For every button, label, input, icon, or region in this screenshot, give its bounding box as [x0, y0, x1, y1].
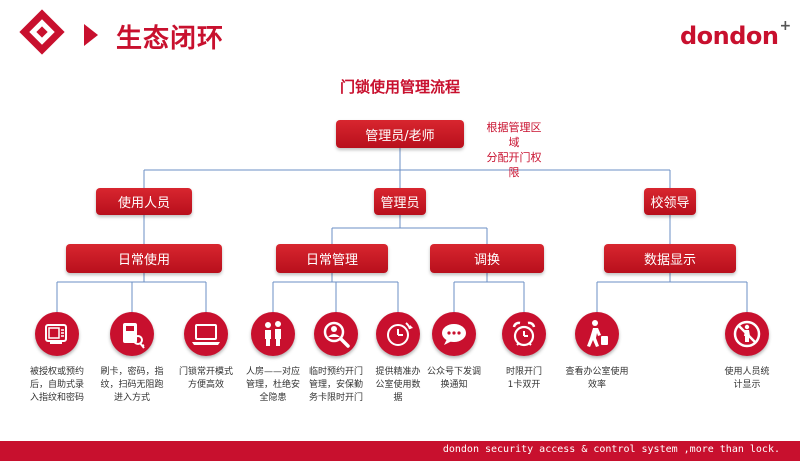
node-users: 使用人员: [96, 188, 192, 215]
caption-line: 管理，杜绝安: [245, 380, 300, 390]
item-caption: 人房——对应 管理，杜绝安 全隐患: [233, 366, 313, 405]
item-caption: 刷卡，密码，指 纹，扫码无阻跑 进入方式: [92, 366, 172, 405]
brand-logo: dondon+: [680, 18, 791, 50]
node-daily-use: 日常使用: [66, 244, 222, 273]
node-admin: 管理员: [374, 188, 426, 215]
alarm-clock-icon: [502, 312, 546, 356]
caption-line: 入指纹和密码: [29, 393, 84, 403]
caption-line: 计显示: [733, 380, 761, 390]
caption-line: 时限开门: [505, 367, 542, 377]
root-note-line: 分配开门权限: [486, 151, 542, 179]
item-caption: 公众号下发调 换通知: [414, 366, 494, 392]
caption-line: 临时预约开门: [308, 367, 363, 377]
search-person-icon: [314, 312, 358, 356]
item-caption: 时限开门 1卡双开: [484, 366, 564, 392]
caption-line: 公众号下发调: [426, 367, 481, 377]
walking-person-icon: [575, 312, 619, 356]
title-arrow-icon: [84, 24, 98, 46]
caption-line: 换通知: [440, 380, 468, 390]
node-data-display: 数据显示: [604, 244, 736, 273]
item-caption: 门锁常开模式 方便高效: [166, 366, 246, 392]
chat-bubble-icon: [432, 312, 476, 356]
caption-line: 进入方式: [113, 393, 150, 403]
caption-line: 后，自助式录: [29, 380, 84, 390]
caption-line: 据: [393, 393, 403, 403]
no-entry-person-icon: [725, 312, 769, 356]
node-swap: 调换: [430, 244, 544, 273]
footer-text: dondon security access & control system …: [442, 444, 780, 455]
caption-line: 全隐患: [259, 393, 287, 403]
logo-diamond-icon: [19, 9, 65, 55]
caption-line: 刷卡，密码，指: [100, 367, 164, 377]
page-title: 生态闭环: [116, 24, 225, 54]
caption-line: 效率: [587, 380, 606, 390]
footer-bar: dondon security access & control system …: [0, 441, 800, 461]
brand-plus: +: [779, 18, 792, 34]
caption-line: 1卡双开: [507, 380, 541, 390]
caption-line: 提供精准办: [375, 367, 421, 377]
brand-name: dondon: [680, 22, 779, 50]
item-caption: 查看办公室使用 效率: [557, 366, 637, 392]
caption-line: 管理，安保勤: [308, 380, 363, 390]
caption-line: 务卡限时开门: [308, 393, 363, 403]
root-note-line: 根据管理区域: [486, 121, 542, 149]
people-icon: [251, 312, 295, 356]
node-daily-management: 日常管理: [276, 244, 388, 273]
caption-line: 使用人员统: [724, 367, 770, 377]
item-caption: 提供精准办 公室使用数 据: [358, 366, 438, 405]
fingerprint-scanner-icon: [35, 312, 79, 356]
root-note: 根据管理区域 分配开门权限: [484, 120, 544, 180]
item-caption: 临时预约开门 管理，安保勤 务卡限时开门: [296, 366, 376, 405]
caption-line: 公室使用数: [375, 380, 421, 390]
root-node: 管理员/老师: [336, 120, 464, 148]
laptop-icon: [184, 312, 228, 356]
caption-line: 纹，扫码无阻跑: [100, 380, 164, 390]
caption-line: 人房——对应: [245, 367, 300, 377]
node-principal: 校领导: [644, 188, 696, 215]
caption-line: 门锁常开模式: [178, 367, 233, 377]
item-caption: 使用人员统 计显示: [707, 366, 787, 392]
caption-line: 被授权或预约: [29, 367, 84, 377]
item-caption: 被授权或预约 后，自助式录 入指纹和密码: [17, 366, 97, 405]
chart-title: 门锁使用管理流程: [339, 78, 460, 96]
card-key-icon: [110, 312, 154, 356]
timer-icon: [376, 312, 420, 356]
caption-line: 方便高效: [187, 380, 224, 390]
caption-line: 查看办公室使用: [565, 367, 629, 377]
